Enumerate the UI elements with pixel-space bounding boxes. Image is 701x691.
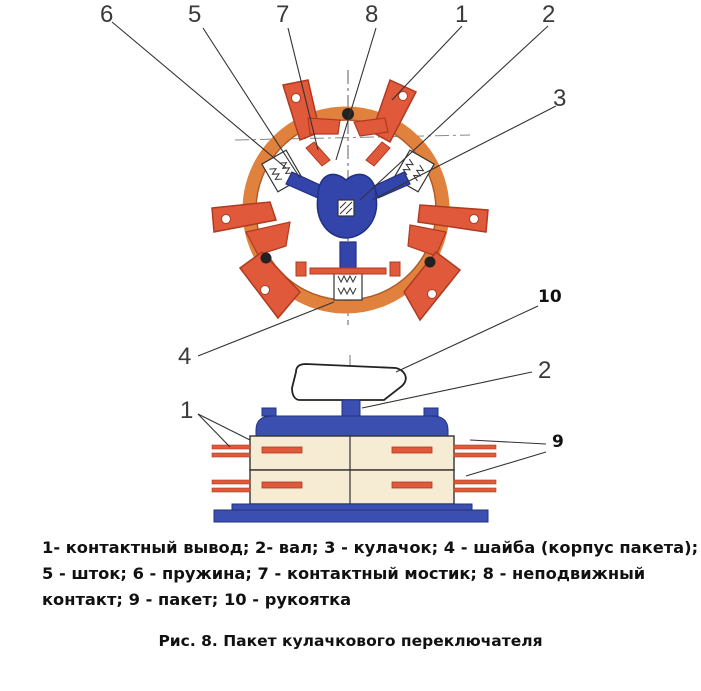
side-view: 10 2 1 9 bbox=[180, 287, 564, 523]
callout-2-side: 2 bbox=[538, 357, 551, 384]
callout-2-top: 2 bbox=[542, 1, 555, 28]
terminal-left-2 bbox=[211, 452, 251, 458]
terminal-right-3 bbox=[453, 479, 497, 485]
leader-1-side-b bbox=[197, 413, 251, 441]
leader-2-top bbox=[359, 25, 549, 201]
package-contact-2 bbox=[391, 446, 433, 454]
shaft-square-hatch bbox=[339, 201, 353, 215]
center-line-diagonal bbox=[234, 134, 471, 141]
callout-10: 10 bbox=[538, 287, 562, 307]
handle bbox=[291, 363, 407, 401]
contact-bridge-right bbox=[365, 141, 391, 167]
package-contact-1 bbox=[261, 446, 303, 454]
legend-line: контакт; 9 - пакет; 10 - рукоятка bbox=[42, 590, 352, 609]
legend-line: 5 - шток; 6 - пружина; 7 - контактный мо… bbox=[42, 564, 646, 583]
top-cap bbox=[255, 415, 449, 437]
callout-7: 7 bbox=[276, 1, 289, 28]
contact-terminal-right bbox=[407, 204, 489, 257]
callout-6: 6 bbox=[100, 1, 113, 28]
fixed-contact-bottom-right bbox=[389, 261, 401, 277]
nut-left bbox=[261, 407, 277, 417]
callout-1-top: 1 bbox=[455, 1, 468, 28]
contact-terminal-top-right bbox=[353, 78, 418, 144]
callout-8: 8 bbox=[365, 1, 378, 28]
bolt-top bbox=[342, 108, 354, 120]
leader-9-a bbox=[469, 439, 547, 445]
spring-housing-bottom bbox=[333, 271, 363, 301]
contact-terminal-bottom-left bbox=[238, 251, 302, 320]
callout-9: 9 bbox=[552, 432, 564, 452]
leader-9-b bbox=[465, 451, 547, 477]
leader-8 bbox=[335, 27, 377, 161]
leader-1-side-a bbox=[197, 413, 231, 448]
leader-4 bbox=[197, 301, 335, 357]
legend: 1- контактный вывод; 2- вал; 3 - кулачок… bbox=[42, 535, 699, 613]
terminal-right-1 bbox=[453, 444, 497, 450]
fixed-contact-bottom-left bbox=[295, 261, 307, 277]
package-contact-3 bbox=[261, 481, 303, 489]
base-plate bbox=[213, 509, 489, 523]
leader-10 bbox=[395, 305, 539, 373]
figure-caption: Рис. 8. Пакет кулачкового переключателя bbox=[158, 632, 543, 650]
bolt-left bbox=[260, 252, 272, 264]
leader-7 bbox=[287, 27, 319, 151]
terminal-right-4 bbox=[453, 487, 497, 493]
leader-2-side bbox=[361, 371, 533, 409]
contact-terminal-left bbox=[211, 201, 291, 256]
leader-3 bbox=[371, 105, 557, 201]
contact-terminal-top-left bbox=[282, 79, 341, 141]
legend-line: 1- контактный вывод; 2- вал; 3 - кулачок… bbox=[42, 538, 699, 557]
bolt-right bbox=[424, 256, 436, 268]
terminal-left-4 bbox=[211, 487, 251, 493]
terminal-left-3 bbox=[211, 479, 251, 485]
top-view: 6 5 7 8 1 2 3 4 bbox=[100, 1, 566, 370]
contact-bridge-left bbox=[305, 141, 331, 167]
cam-switch-diagram: 6 5 7 8 1 2 3 4 bbox=[100, 1, 566, 523]
callout-3: 3 bbox=[553, 85, 566, 112]
terminal-left-1 bbox=[211, 444, 251, 450]
contact-terminal-bottom-right bbox=[403, 250, 462, 322]
callout-5: 5 bbox=[188, 1, 201, 28]
leader-5 bbox=[202, 27, 301, 179]
terminal-right-2 bbox=[453, 452, 497, 458]
callout-4: 4 bbox=[178, 343, 191, 370]
stem-left bbox=[285, 171, 323, 199]
nut-right bbox=[423, 407, 439, 417]
callout-1-side: 1 bbox=[180, 397, 193, 424]
contact-bridge-bottom bbox=[309, 267, 387, 275]
leader-6 bbox=[111, 21, 287, 169]
base-plate-top bbox=[231, 503, 473, 511]
stem-right bbox=[373, 171, 411, 199]
leader-1-top bbox=[391, 25, 463, 101]
package-contact-4 bbox=[391, 481, 433, 489]
